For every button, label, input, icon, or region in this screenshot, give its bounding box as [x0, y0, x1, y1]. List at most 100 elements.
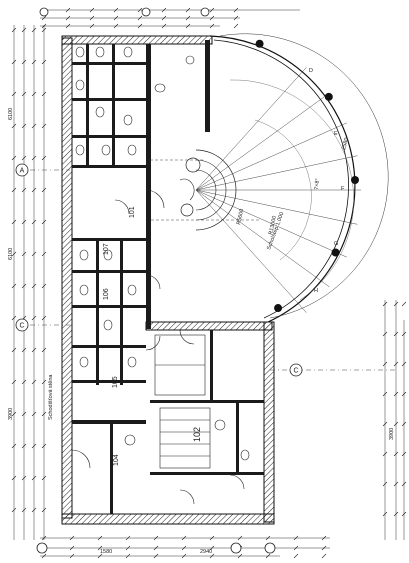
dimension-tick: [89, 15, 95, 21]
top-dimension-chains: [40, 7, 300, 29]
dimension-tick: [233, 15, 239, 21]
dimension-tick: [382, 361, 388, 367]
dimension-tick: [382, 481, 388, 487]
dimension-tick: [41, 91, 47, 97]
dimension-tick: [89, 23, 95, 29]
dimension-tick: [11, 507, 17, 513]
dimension-tick: [125, 545, 131, 551]
room-label-107: 107: [103, 243, 110, 255]
dimension-tick: [21, 155, 27, 161]
dimension-tick: [41, 507, 47, 513]
dimension-tick: [113, 15, 119, 21]
dimension-tick: [11, 91, 17, 97]
radius-label-2: R13000: [268, 215, 278, 235]
dimension-tick: [209, 7, 215, 13]
dimension-tick: [393, 451, 399, 457]
exterior-walls: [61, 35, 275, 525]
column-tag-H: H: [314, 288, 318, 294]
dimension-tick: [89, 7, 95, 13]
dimension-tick: [181, 553, 187, 559]
dimension-tick: [393, 421, 399, 427]
column-tag-E: E: [334, 131, 338, 137]
dimension-tick: [233, 23, 239, 29]
dimension-tick: [21, 123, 27, 129]
dimension-tick: [11, 187, 17, 193]
dimension-tick: [11, 219, 17, 225]
dim-label-5: 2940: [200, 549, 212, 555]
dimension-tick: [97, 553, 103, 559]
dimension-tick: [21, 251, 27, 257]
dimension-tick: [41, 123, 47, 129]
dimension-tick: [181, 535, 187, 541]
column-tag-G: G: [334, 241, 338, 247]
dimension-tick: [31, 507, 37, 513]
dimension-tick: [237, 553, 243, 559]
room-label-106: 106: [103, 288, 110, 300]
column-marker: [351, 176, 359, 184]
dimension-tick: [41, 411, 47, 417]
dimension-tick: [31, 187, 37, 193]
svg-text:C: C: [293, 368, 298, 375]
dimension-tick: [69, 535, 75, 541]
dimension-tick: [21, 475, 27, 481]
rotunda-columns: [255, 39, 359, 313]
hall-dashed-lines: [150, 159, 260, 221]
dimension-tick: [41, 155, 47, 161]
dimension-tick: [401, 361, 407, 367]
dimension-tick: [65, 23, 71, 29]
dimension-tick: [31, 347, 37, 353]
dimension-tick: [137, 7, 143, 13]
dimension-tick: [382, 331, 388, 337]
dimension-tick: [31, 283, 37, 289]
dimension-tick: [125, 553, 131, 559]
dimension-tick: [382, 511, 388, 517]
dimension-tick: [161, 15, 167, 21]
dimension-tick: [265, 553, 271, 559]
right-dimension-chains: [382, 300, 407, 540]
dimension-tick: [31, 443, 37, 449]
dimension-tick: [41, 59, 47, 65]
column-marker: [324, 92, 333, 101]
dimension-tick: [393, 301, 399, 307]
dimension-tick: [31, 91, 37, 97]
dimension-tick: [393, 361, 399, 367]
dimension-tick: [113, 23, 119, 29]
dimension-tick: [209, 23, 215, 29]
dimension-tick: [293, 535, 299, 541]
dimension-tick: [382, 451, 388, 457]
axis-bubble-right-C: C: [289, 363, 303, 377]
dimension-tick: [41, 443, 47, 449]
dimension-tick: [21, 507, 27, 513]
dimension-tick: [185, 23, 191, 29]
dimension-tick: [137, 15, 143, 21]
dimension-tick: [11, 155, 17, 161]
dimension-tick: [21, 379, 27, 385]
sanitary-fixtures: [75, 46, 250, 461]
dimension-tick: [11, 59, 17, 65]
angle-label: 7×8°: [314, 178, 321, 190]
dimension-tick: [21, 283, 27, 289]
dimension-tick: [393, 391, 399, 397]
dim-label-6: 3900: [389, 428, 395, 440]
dimension-tick: [401, 331, 407, 337]
radial-line: [195, 67, 307, 191]
dimension-tick: [21, 59, 27, 65]
rotunda-hall: [195, 33, 389, 323]
note-bottom-left: Schodišťová stěna: [48, 374, 54, 420]
dim-label-2: 6100: [8, 248, 14, 260]
dimension-tick: [41, 15, 47, 21]
dimension-tick: [41, 535, 47, 541]
column-marker: [331, 248, 340, 257]
bottom-markers: [36, 7, 276, 554]
notes: Schodišťová stěna Scholstep 1,000: [48, 212, 285, 420]
dimension-tick: [185, 7, 191, 13]
dimension-tick: [137, 23, 143, 29]
dimension-tick: [209, 545, 215, 551]
dimension-tick: [401, 511, 407, 517]
dimension-tick: [21, 27, 27, 33]
dimension-tick: [31, 155, 37, 161]
dimension-tick: [11, 411, 17, 417]
dimension-tick: [41, 379, 47, 385]
radial-line: [195, 92, 330, 191]
dimension-tick: [401, 391, 407, 397]
